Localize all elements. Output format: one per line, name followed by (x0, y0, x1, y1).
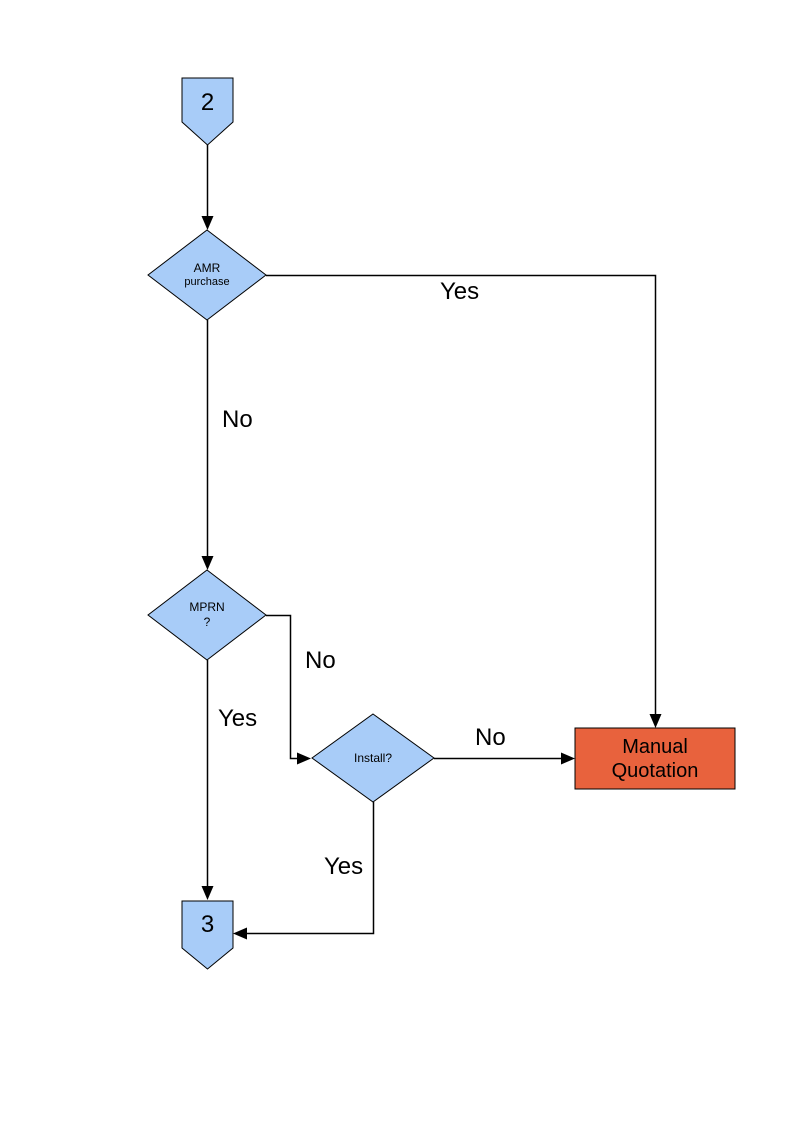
arrowhead-into-manual-quotation-left-icon (561, 752, 575, 765)
decision-amr-purchase-shape (147, 229, 267, 321)
offpage-connector-3-shape (181, 900, 234, 970)
process-manual-quotation-label: Manual Quotation (575, 728, 735, 789)
edge-label-amr-yes: Yes (440, 278, 480, 305)
amr-label-line2: purchase (184, 275, 230, 288)
edge-label-install-yes: Yes (324, 853, 364, 880)
offpage-connector-2-label: 2 (200, 89, 215, 116)
process-manual-quotation-shape (574, 727, 736, 790)
decision-install-label: Install? (353, 750, 393, 765)
edge-amr-yes-to-manual-quotation (266, 274, 657, 716)
decision-mprn-shape (147, 569, 267, 661)
arrowhead-into-mprn-icon (201, 556, 214, 570)
arrowhead-into-manual-quotation-top-icon (649, 714, 662, 728)
arrowhead-into-connector3-top-icon (201, 886, 214, 900)
edge-label-mprn-no: No (305, 647, 336, 674)
mprn-label-line2: ? (203, 615, 211, 629)
arrowhead-into-connector3-right-icon (233, 927, 247, 940)
arrowhead-into-amr-icon (201, 216, 214, 230)
amr-label-line1: AMR (193, 260, 221, 275)
arrowhead-into-install-icon (297, 752, 311, 765)
decision-install-shape (311, 713, 435, 803)
edge-install-yes-to-connector3 (245, 802, 375, 935)
mprn-label-line1: MPRN (189, 600, 225, 614)
offpage-connector-2-shape (181, 77, 234, 146)
decision-mprn-label: MPRN ? (148, 570, 266, 660)
edge-mprn-no-to-install (266, 614, 299, 760)
manual-quotation-text: Manual Quotation (611, 735, 699, 782)
edge-label-install-no: No (475, 724, 506, 751)
decision-amr-purchase-label: AMR purchase (148, 230, 266, 320)
edge-label-mprn-yes: Yes (218, 705, 258, 732)
offpage-connector-3-label: 3 (200, 911, 215, 938)
edge-label-amr-no: No (222, 406, 253, 433)
